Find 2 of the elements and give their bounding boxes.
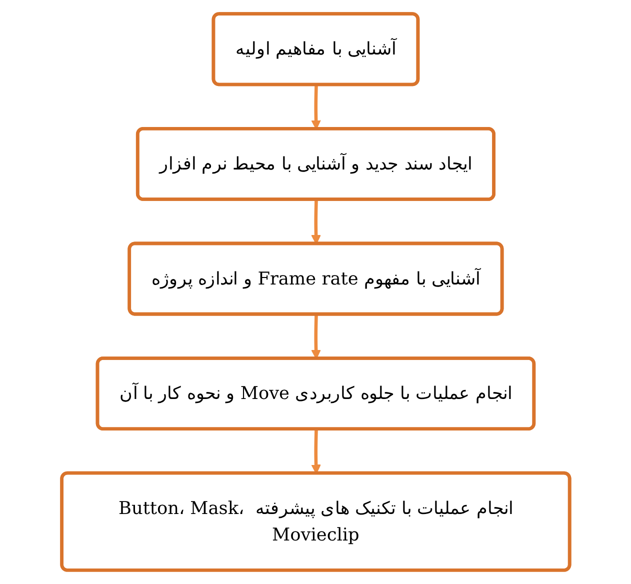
arrow (310, 429, 321, 474)
flowchart: آشنایی با مفاهیم اولیه ایجاد سند جدید و آشنایی با محیط نرم افزار آشنایی با مفهوم Frame rate و اندازه پروژه انجام عملیات با جلوه کاربردی Move و نحوه کار با آن انجام عملیات با تکنیک های پیشرفته Button، Mask، Movieclip (52, 5, 578, 579)
